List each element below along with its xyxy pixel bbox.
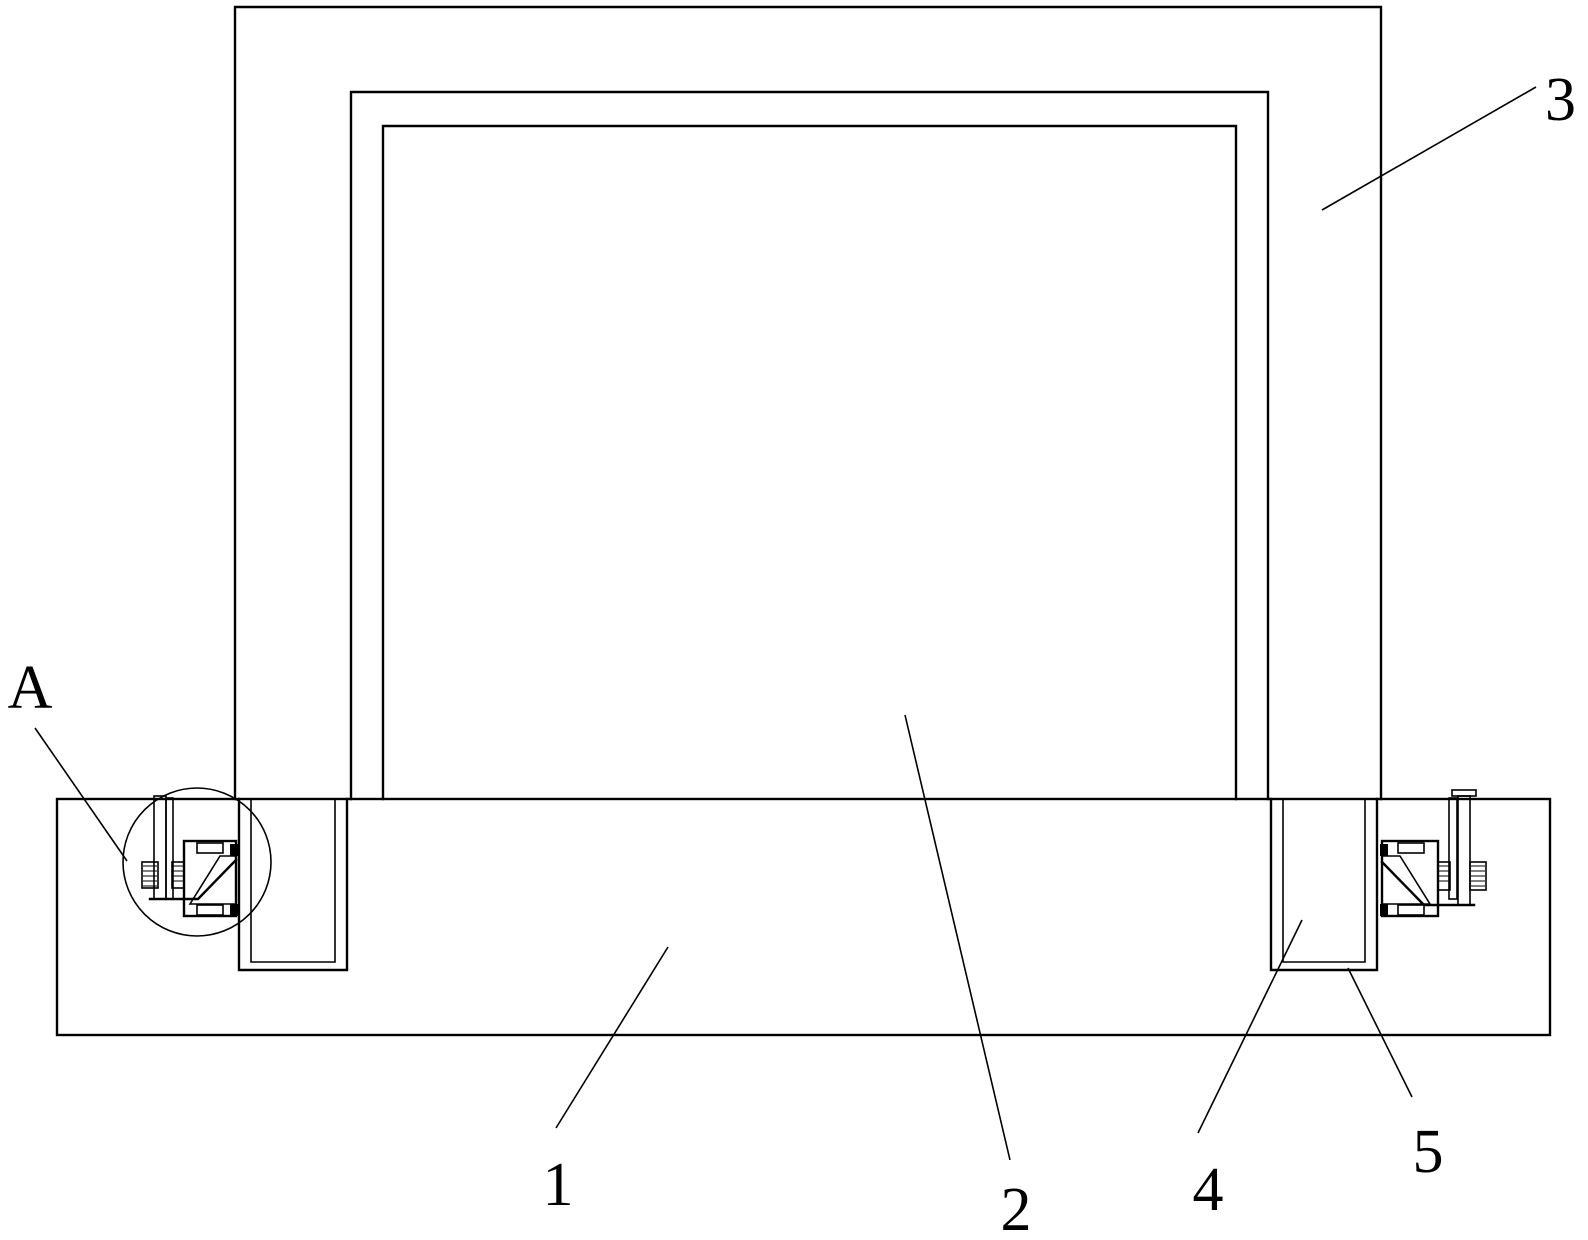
- callout-2: 2: [1001, 1176, 1032, 1240]
- left-locking-mechanism: [141, 795, 238, 918]
- base-block: [55, 797, 1552, 1037]
- leader-line-a: [34, 727, 128, 862]
- right-slot-outer: [1269, 797, 1379, 972]
- left-slot-outer: [237, 797, 349, 972]
- leader-line-4: [1197, 919, 1303, 1134]
- left-slot-liner: [250, 799, 336, 963]
- inner-frame-outer-wall: [349, 90, 1270, 801]
- leader-line-2: [904, 714, 1011, 1161]
- detail-a-circle: [122, 787, 272, 937]
- leader-line-3: [1321, 86, 1537, 211]
- callout-1: 1: [543, 1151, 574, 1219]
- outer-cover-frame: [233, 5, 1383, 801]
- callout-3: 3: [1545, 66, 1576, 134]
- leader-line-1: [555, 946, 669, 1129]
- leader-line-5: [1347, 967, 1413, 1098]
- callout-a: A: [8, 654, 53, 722]
- inner-frame-inner-wall: [381, 124, 1238, 801]
- right-slot-liner: [1282, 799, 1366, 963]
- right-locking-mechanism: [1380, 789, 1487, 918]
- callout-4: 4: [1193, 1156, 1224, 1224]
- callout-5: 5: [1413, 1118, 1444, 1186]
